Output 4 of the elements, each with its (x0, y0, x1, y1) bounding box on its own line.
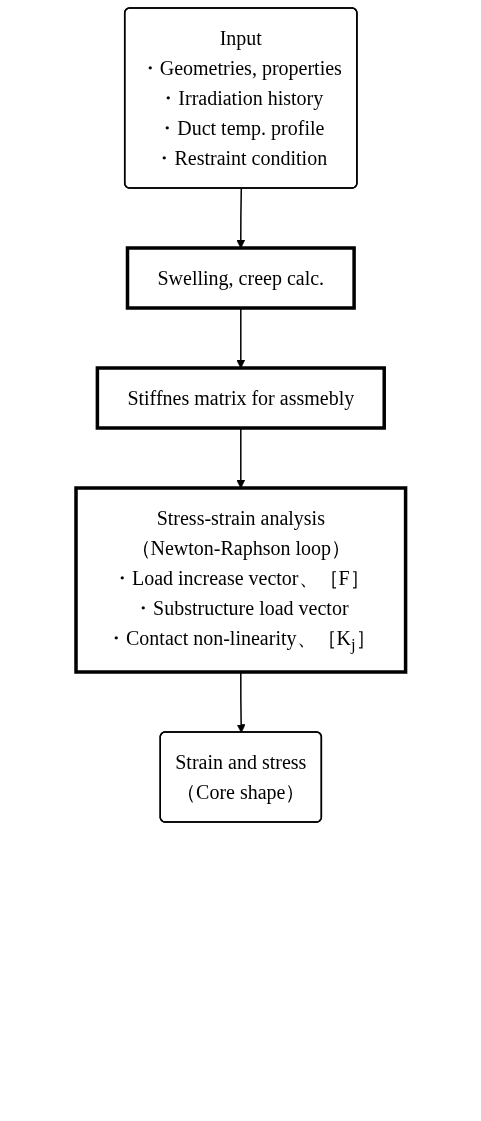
arrow (236, 187, 245, 249)
node-box: Stress-strain analysis （Newton-Raphson loop） ・Load increase vector、［F］ ・Substructure load vector ・Contact non-linearity、［K$_{j}$］ (73, 486, 408, 674)
node-box: Stiffnes matrix for assmebly (95, 366, 386, 430)
node-box: Swelling, creep calc. (125, 246, 356, 310)
